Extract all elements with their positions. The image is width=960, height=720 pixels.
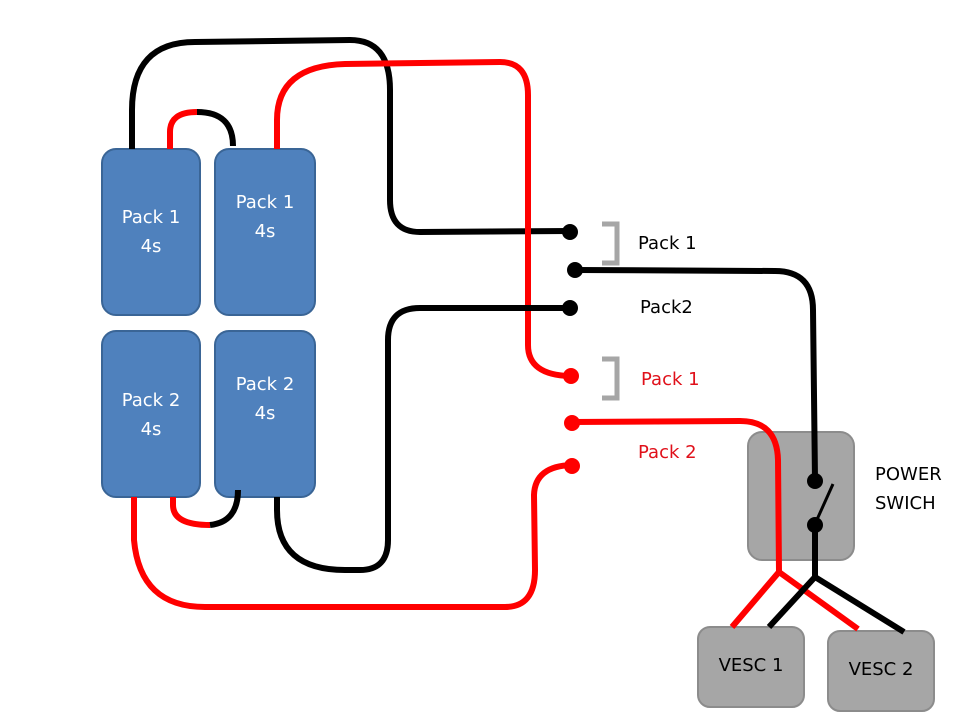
wire-pack1-series-black <box>196 109 236 147</box>
battery-cells: 4s <box>140 419 162 440</box>
terminal-pos-pack2-in <box>564 458 580 474</box>
terminal-neg-pack2-in <box>562 300 578 316</box>
wire-vesc1-negative <box>766 574 818 630</box>
vesc-2-box <box>827 630 935 712</box>
vesc-1-box <box>697 626 805 708</box>
battery-name: Pack 2 <box>121 390 181 411</box>
terminal-pos-pack1-in <box>563 368 579 384</box>
terminal-neg-common <box>567 262 583 278</box>
label-negative-pack2: Pack2 <box>640 297 693 318</box>
battery-pack1-a <box>101 148 201 316</box>
battery-pack1-b-label: Pack 1 4s <box>215 188 315 246</box>
battery-pack2-b-label: Pack 2 4s <box>215 370 315 428</box>
terminal-neg-pack1-in <box>562 224 578 240</box>
wire-vesc1-positive <box>729 570 782 629</box>
wire-pack2-positive <box>131 462 573 610</box>
wire-vesc2-positive <box>777 569 860 632</box>
vesc-2-label: VESC 2 <box>848 659 914 680</box>
battery-cells: 4s <box>140 236 162 257</box>
jumper-bracket-positive <box>602 356 620 401</box>
battery-cells: 4s <box>254 403 276 424</box>
battery-name: Pack 1 <box>121 207 181 228</box>
wire-pack2-negative <box>274 305 570 573</box>
wire-pack2-series-red <box>170 497 211 528</box>
wire-vesc2-negative <box>813 574 906 635</box>
power-switch-box <box>747 431 855 561</box>
label-positive-pack1: Pack 1 <box>641 369 700 390</box>
vesc-1-label: VESC 1 <box>718 655 784 676</box>
wire-pack1-negative <box>129 37 571 235</box>
power-switch-label: POWER SWICH <box>875 460 942 518</box>
power-switch-label-line2: SWICH <box>875 493 936 514</box>
battery-pack1-a-label: Pack 1 4s <box>102 203 200 261</box>
terminal-pos-common <box>564 415 580 431</box>
switch-lever <box>813 483 835 525</box>
battery-pack2-a <box>101 330 201 498</box>
wire-common-negative <box>574 267 818 481</box>
battery-pack2-b <box>214 330 316 498</box>
wire-common-positive <box>571 418 782 573</box>
wire-pack1-positive <box>274 59 571 379</box>
jumper-bracket-negative <box>602 221 620 266</box>
wire-pack1-series-red <box>167 109 198 149</box>
label-positive-pack2: Pack 2 <box>638 442 697 463</box>
power-switch-label-line1: POWER <box>875 464 942 485</box>
battery-name: Pack 1 <box>235 192 295 213</box>
switch-contact-top <box>807 473 823 489</box>
battery-pack2-a-label: Pack 2 4s <box>102 386 200 444</box>
wire-pack2-series-black <box>209 489 241 528</box>
switch-contact-bottom <box>807 517 823 533</box>
battery-pack1-b <box>214 148 316 316</box>
label-negative-pack1: Pack 1 <box>638 233 697 254</box>
battery-name: Pack 2 <box>235 374 295 395</box>
battery-cells: 4s <box>254 221 276 242</box>
